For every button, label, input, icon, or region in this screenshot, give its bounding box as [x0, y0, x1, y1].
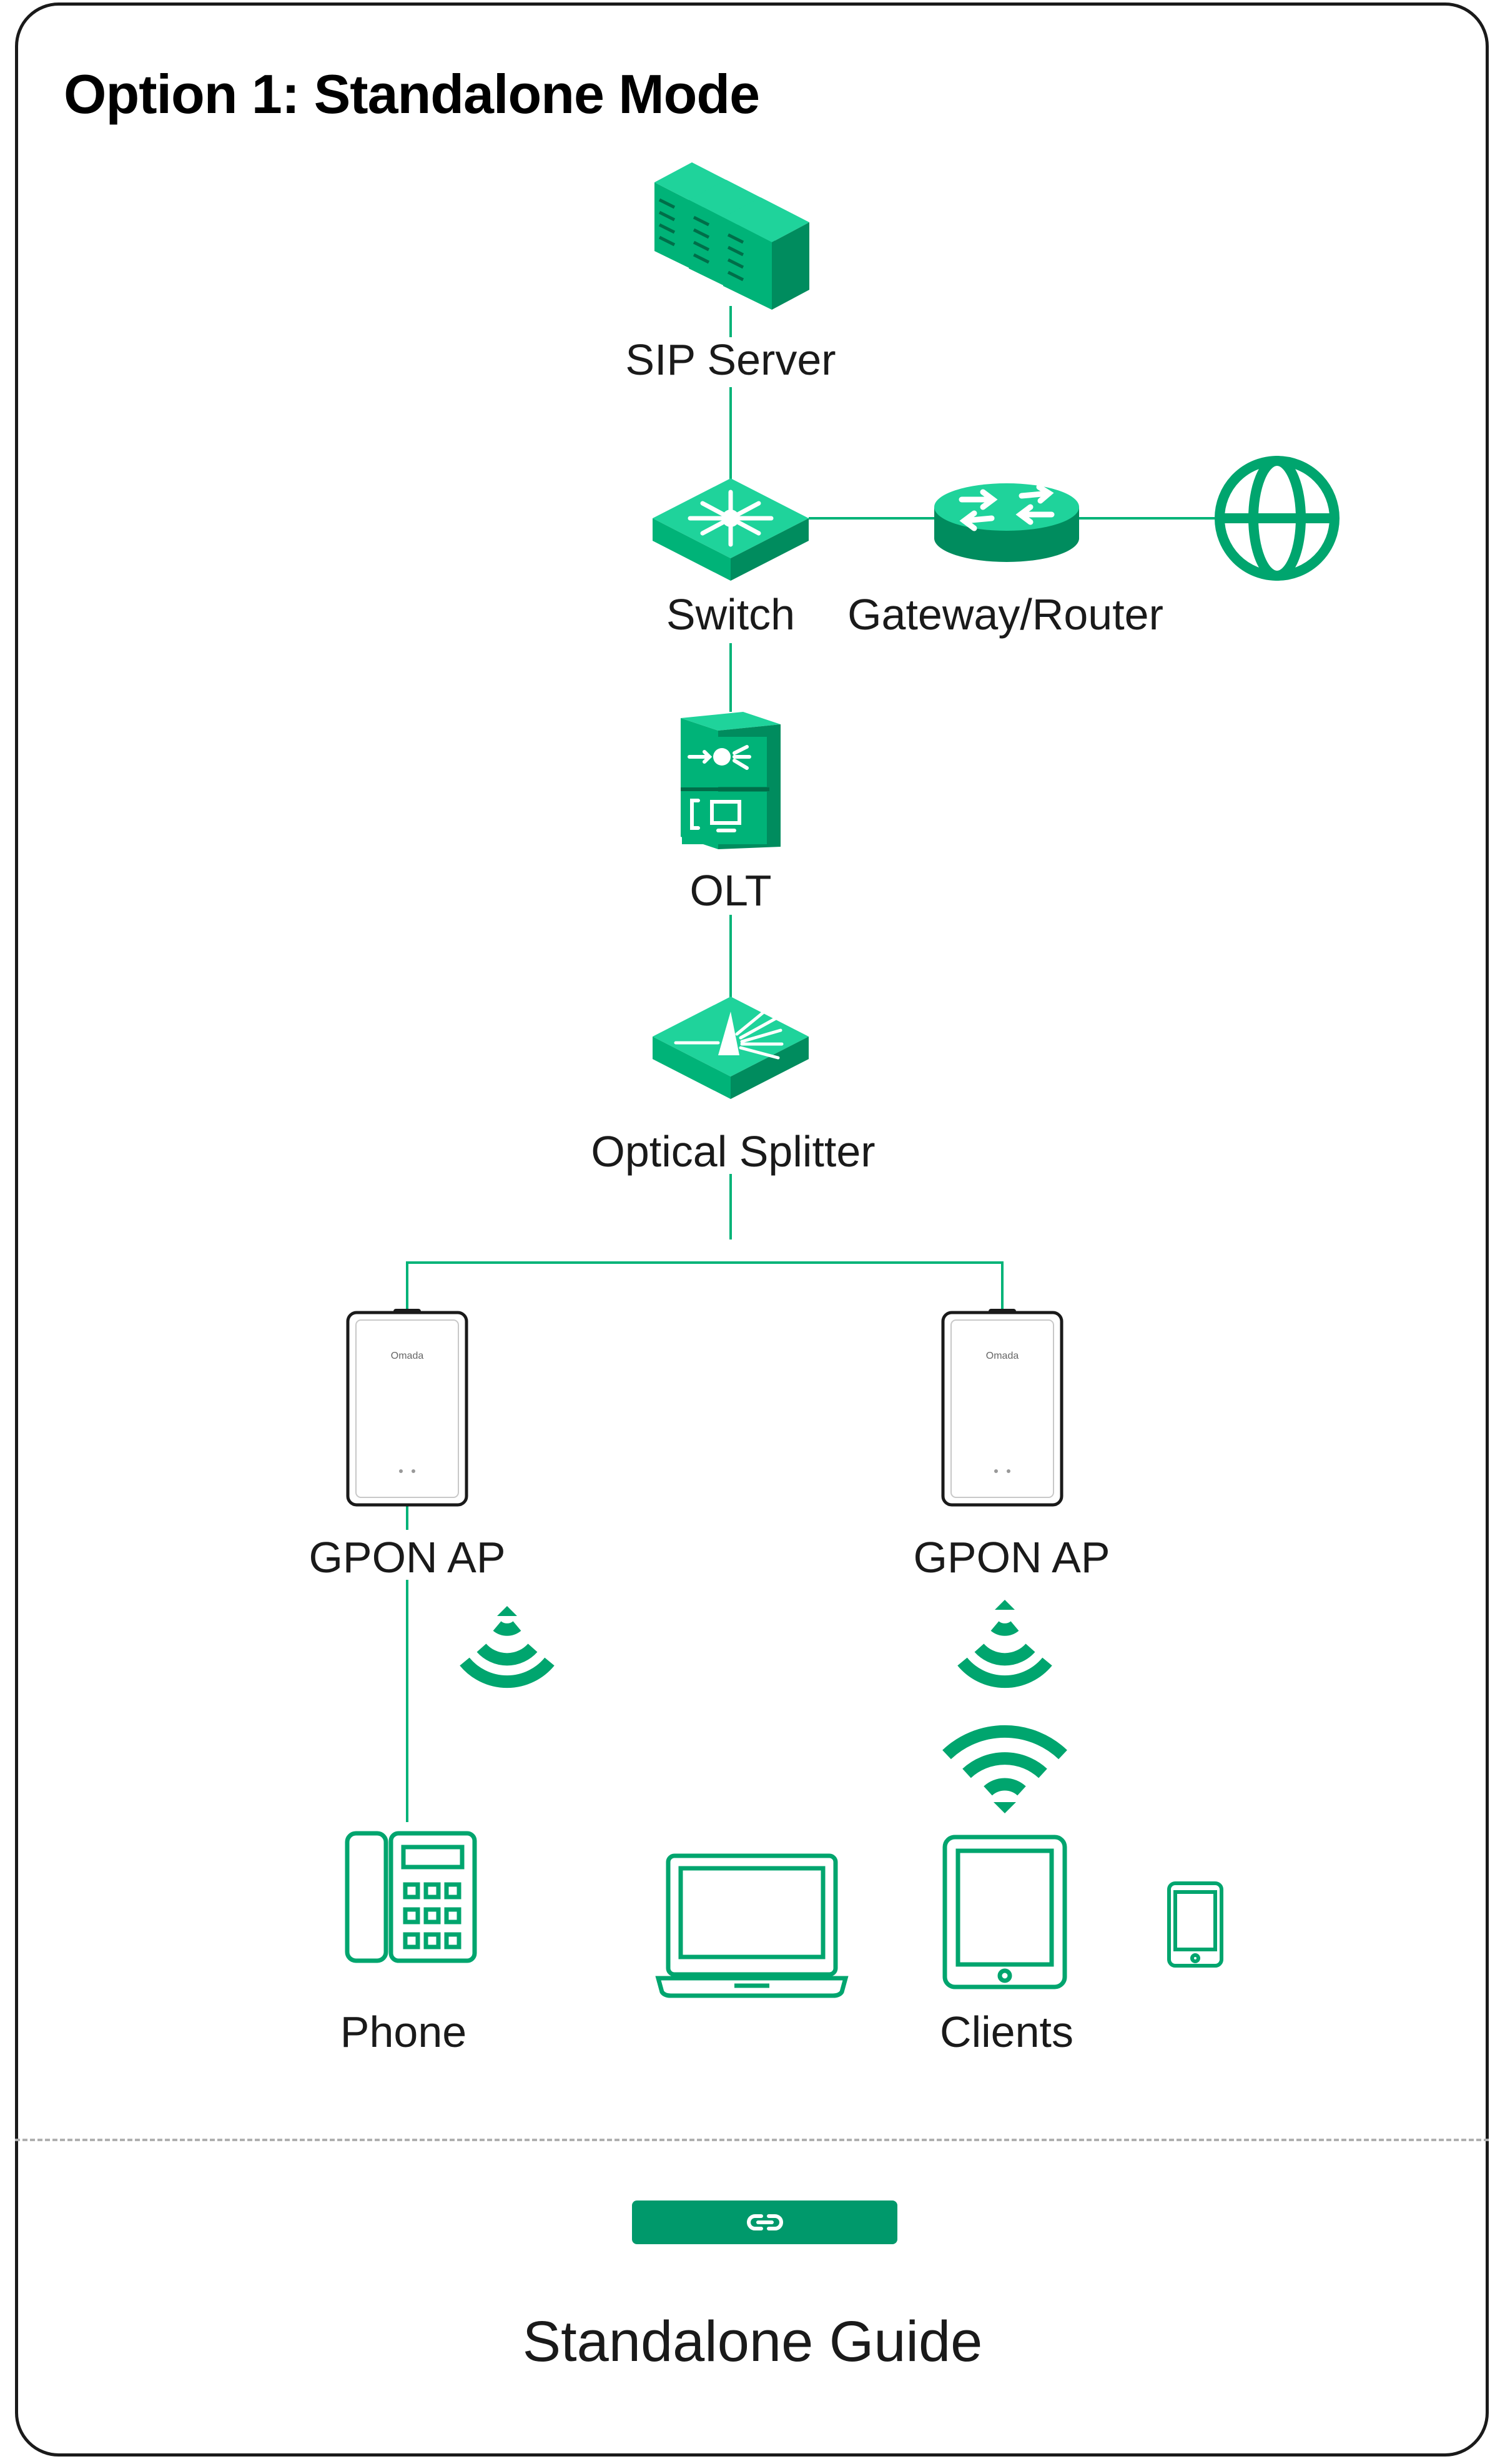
server-rack-icon — [654, 162, 809, 310]
tablet-icon — [942, 1835, 1067, 1989]
laptop-icon — [655, 1853, 849, 1998]
desk-phone-icon — [345, 1831, 477, 1963]
wifi-receive-tip — [994, 1802, 1016, 1813]
ap-brand-right: Omada — [986, 1351, 1019, 1361]
gpon-ap-left-label: GPON AP — [308, 1533, 505, 1582]
gpon-ap-right-label: GPON AP — [913, 1533, 1110, 1582]
wifi-signal-icon — [460, 1620, 555, 1688]
line-splitter-aps — [406, 1261, 1004, 1313]
switch-icon — [653, 478, 809, 581]
smartphone-icon — [1167, 1881, 1223, 1968]
sip-server-label: SIP Server — [625, 335, 836, 384]
link-icon — [746, 2214, 783, 2230]
gateway-label: Gateway/Router — [847, 590, 1163, 639]
phone-label: Phone — [340, 2008, 466, 2056]
olt-label: OLT — [690, 866, 772, 915]
page-title: Option 1: Standalone Mode — [64, 63, 760, 125]
network-diagram: SIP Server Switch Gateway/Router — [308, 162, 1340, 2056]
splitter-label: Optical Splitter — [591, 1127, 875, 1176]
diagram-card — [15, 2, 1489, 2457]
wifi-signal-tip — [497, 1606, 517, 1616]
wifi-signal-icon — [957, 1620, 1052, 1688]
wifi-receive-icon — [942, 1725, 1067, 1796]
optical-splitter-icon — [653, 997, 809, 1099]
gpon-ap-icon: Omada — [346, 1309, 468, 1507]
clients-label: Clients — [940, 2008, 1073, 2056]
gpon-ap-icon: Omada — [941, 1309, 1063, 1507]
globe-icon — [1215, 456, 1340, 581]
router-icon — [934, 483, 1079, 562]
switch-label: Switch — [666, 590, 795, 639]
section-divider — [15, 2139, 1489, 2141]
standalone-guide-label[interactable]: Standalone Guide — [522, 2310, 983, 2373]
connection-lines — [406, 306, 1215, 1822]
ap-brand-left: Omada — [391, 1351, 424, 1361]
standalone-guide-link-button[interactable] — [632, 2200, 897, 2244]
wifi-signal-tip — [995, 1600, 1015, 1610]
olt-icon — [681, 712, 781, 849]
